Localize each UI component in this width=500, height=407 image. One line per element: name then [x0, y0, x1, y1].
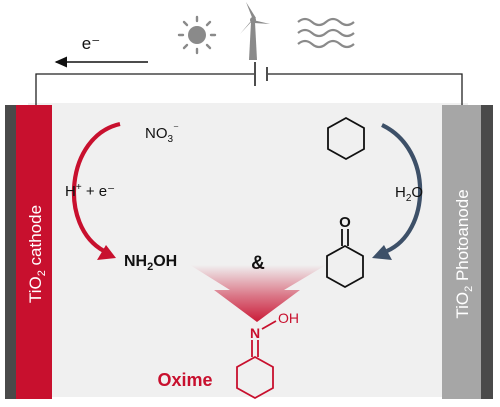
- reduction-arrowhead: [97, 245, 116, 260]
- electron-label: e⁻: [82, 34, 100, 53]
- oxime-structure: [236, 320, 277, 400]
- cathode-label: TiO2 cathode: [26, 205, 48, 303]
- photoanode-label: TiO2 Photoanode: [453, 189, 475, 318]
- combination-arrow: [190, 265, 326, 322]
- cyclohexanone-structure: [326, 229, 364, 289]
- wind-turbine-icon: [240, 2, 270, 60]
- water-waves-icon: [297, 17, 355, 49]
- ketone-oxygen-label: O: [339, 214, 351, 231]
- cathode-electrode: [16, 105, 52, 399]
- circuit-wire: [35, 73, 463, 105]
- oxime-nitrogen-label: N: [250, 325, 260, 341]
- oxidation-arrow: [381, 123, 423, 253]
- cell-panel: [28, 103, 468, 397]
- sun-icon: [177, 15, 217, 55]
- cyclohexane-structure: [327, 116, 365, 161]
- reduction-arrow: [71, 121, 121, 253]
- proton-electron-label: H+ + e⁻: [65, 182, 115, 200]
- water-label: H2O: [395, 184, 423, 204]
- cathode-edge: [5, 105, 17, 399]
- photoanode-electrode: [442, 105, 482, 399]
- oxime-hydroxyl-label: OH: [278, 310, 299, 326]
- photoanode-edge: [481, 105, 493, 399]
- oxidation-arrowhead: [372, 245, 392, 260]
- oxime-label: Oxime: [157, 370, 212, 390]
- nitrate-label: NO3⁻: [145, 123, 179, 145]
- hydroxylamine-label: NH2OH: [124, 253, 177, 273]
